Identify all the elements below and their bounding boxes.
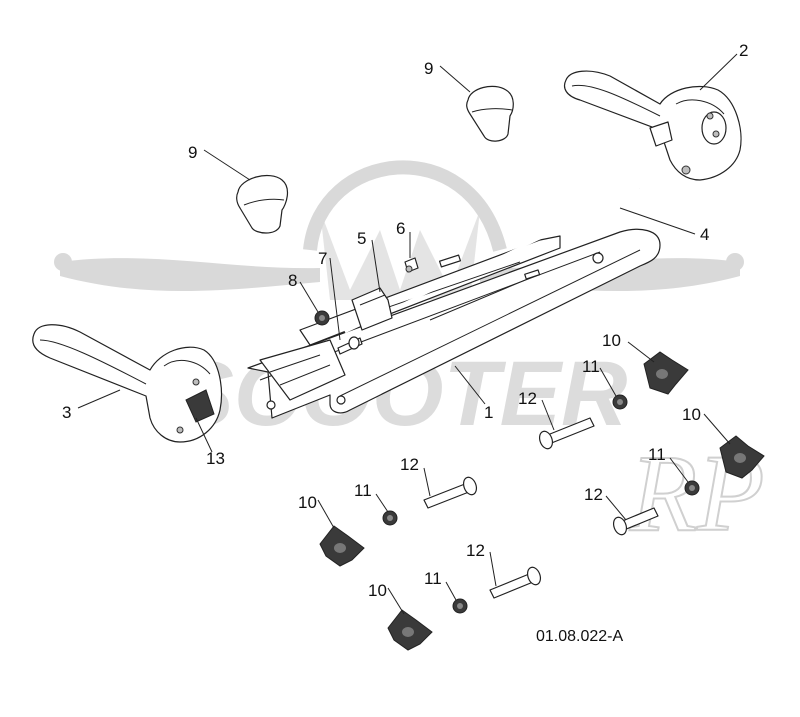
callout-10b: 10 [682, 405, 701, 424]
callout-12b: 12 [400, 455, 419, 474]
callout-11d: 11 [424, 569, 442, 588]
callout-10d: 10 [368, 581, 387, 600]
leader-lines [77, 53, 738, 615]
part-11-nut-b [684, 480, 700, 496]
callout-2: 2 [739, 41, 748, 60]
callout-12d: 12 [466, 541, 485, 560]
part-5-bracket [351, 287, 393, 331]
callout-13: 13 [206, 449, 225, 468]
callout-1: 1 [484, 403, 493, 422]
part-12-bolt-c [612, 507, 659, 536]
callout-10a: 10 [602, 331, 621, 350]
part-2-handle-right [563, 70, 742, 181]
callout-5: 5 [357, 229, 366, 248]
part-3-handle-left [32, 324, 223, 443]
part-9-knob-right [466, 85, 514, 142]
callout-12c: 12 [584, 485, 603, 504]
drawing-code: 01.08.022-A [536, 628, 624, 645]
callout-11a: 11 [582, 357, 600, 376]
part-10-wingnut-b [719, 435, 765, 479]
callout-8: 8 [288, 271, 297, 290]
part-8-nut [314, 310, 330, 326]
part-12-bolt-b [423, 476, 478, 509]
callout-12a: 12 [518, 389, 537, 408]
callout-11b: 11 [648, 445, 666, 464]
callout-4: 4 [700, 225, 709, 244]
callout-7: 7 [318, 249, 327, 268]
callout-9a: 9 [188, 143, 197, 162]
part-12-bolt-a [538, 417, 595, 450]
callout-9b: 9 [424, 59, 433, 78]
callout-10c: 10 [298, 493, 317, 512]
part-11-nut-a [612, 394, 628, 410]
part-7-spring [337, 336, 363, 355]
callout-labels: 1 2 3 4 5 6 7 8 9 9 10 10 10 10 11 11 11… [62, 41, 748, 600]
part-4-rod [344, 163, 651, 334]
part-10-wingnut-d [387, 609, 433, 651]
callout-3: 3 [62, 403, 71, 422]
callout-11c: 11 [354, 481, 372, 500]
callout-6: 6 [396, 219, 405, 238]
part-11-nut-c [382, 510, 398, 526]
part-6-bolt [404, 257, 419, 273]
part-12-bolt-d [489, 566, 542, 599]
part-10-wingnut-c [319, 525, 365, 567]
part-9-knob-left [236, 175, 289, 234]
part-10-wingnut-a [643, 351, 689, 395]
part-11-nut-d [452, 598, 468, 614]
